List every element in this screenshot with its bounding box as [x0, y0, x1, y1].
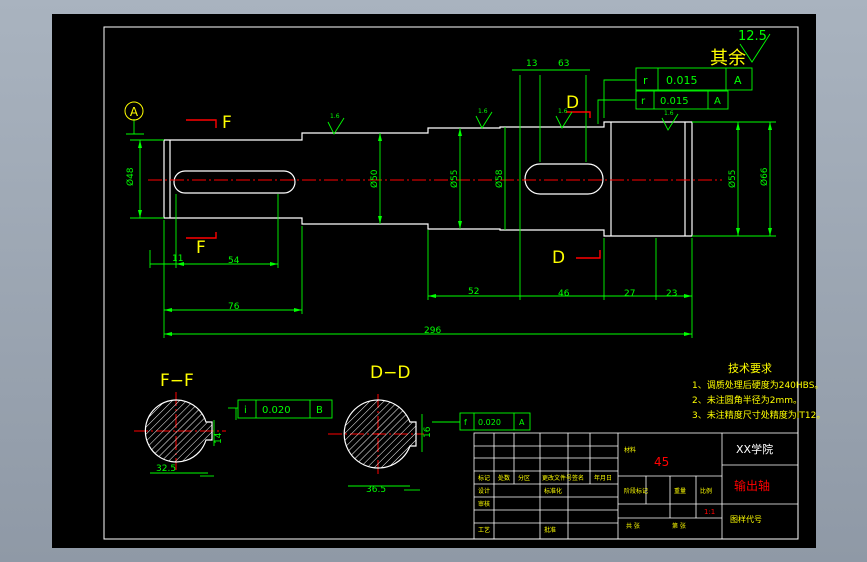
tol2-sym: r — [641, 96, 646, 107]
dim-63: 63 — [558, 59, 569, 69]
tb-mark: 标记 — [478, 474, 490, 482]
title-block-texts: 标记 处数 分区 更改文件号 签名 年月日 设计 标准化 审核 工艺 批准 阶段… — [478, 446, 712, 534]
tol1-sym: r — [643, 74, 648, 87]
tb-sheet: 第 张 — [672, 522, 686, 530]
dim-ff-width: 32.5 — [156, 464, 176, 474]
tb-date: 年月日 — [594, 474, 612, 482]
dim-d58: Ø58 — [494, 169, 505, 188]
tb-material-label: 材料 — [624, 446, 636, 454]
dim-27: 27 — [624, 289, 635, 299]
tol-dd-datum: A — [519, 418, 525, 427]
tech-req-line-2: 2、未注圆角半径为2mm。 — [692, 394, 802, 406]
tol-ff-sym: i — [244, 405, 247, 416]
section-cut-marks — [186, 111, 601, 259]
roughness-3: 1.6 — [558, 108, 568, 115]
tol1-datum: A — [734, 74, 742, 87]
tb-drawing-code: 图样代号 — [730, 514, 762, 524]
tb-weight: 重量 — [674, 487, 686, 495]
tb-design: 设计 — [478, 487, 490, 495]
keyway-right — [524, 163, 604, 195]
dim-d66: Ø66 — [759, 167, 770, 186]
keyway-left — [173, 170, 296, 194]
tol-ff-datum: B — [316, 405, 323, 416]
tolerance-frames — [237, 67, 753, 431]
datum-circle — [124, 101, 144, 121]
tb-zone: 分区 — [518, 474, 530, 482]
dim-296: 296 — [424, 326, 441, 336]
section-ff — [144, 399, 213, 463]
tech-req-line-3: 3、未注精度尺寸处精度为IT12。 — [692, 409, 825, 421]
tb-process: 工艺 — [478, 526, 490, 534]
tb-change: 更改文件号 — [542, 474, 572, 482]
roughness-rest-label: 其余 — [710, 48, 746, 69]
tb-ratio: 比例 — [700, 487, 712, 495]
dim-13: 13 — [526, 59, 537, 69]
section-title-dd: D−D — [370, 363, 410, 383]
dim-76: 76 — [228, 302, 240, 312]
section-dd — [343, 399, 417, 469]
tol1-value: 0.015 — [666, 74, 698, 87]
tb-school: XX学院 — [736, 442, 773, 456]
tol-ff-value: 0.020 — [262, 405, 291, 416]
roughness-4: 1.6 — [664, 110, 674, 117]
tol2-value: 0.015 — [660, 96, 689, 107]
tb-count: 处数 — [498, 474, 510, 482]
tb-part-name: 输出轴 — [734, 478, 770, 493]
arrowheads — [138, 122, 772, 336]
tech-req-title: 技术要求 — [728, 362, 772, 375]
title-block — [473, 432, 799, 540]
section-label-f-bottom: F — [196, 238, 206, 258]
tech-req-line-1: 1、调质处理后硬度为240HBS。 — [692, 379, 823, 391]
section-label-d-top: D — [566, 93, 579, 113]
dim-dd-key: 16 — [423, 426, 433, 438]
section-label-d-bottom: D — [552, 248, 565, 268]
tb-sheets: 共 张 — [626, 522, 640, 530]
tb-stage: 阶段标记 — [624, 487, 648, 495]
datum-label: A — [130, 105, 139, 119]
dim-54: 54 — [228, 256, 240, 266]
dim-d55b: Ø55 — [727, 169, 738, 188]
section-label-f-top: F — [222, 113, 232, 133]
roughness-value: 12.5 — [738, 29, 767, 44]
tb-material: 45 — [654, 455, 669, 469]
dim-11: 11 — [172, 254, 183, 264]
roughness-symbols — [327, 33, 771, 135]
tb-std: 标准化 — [544, 487, 562, 495]
drawing-frame — [103, 26, 799, 540]
roughness-1: 1.6 — [330, 113, 340, 120]
tol-dd-value: 0.020 — [478, 418, 501, 427]
tb-review: 审核 — [478, 500, 490, 508]
dim-d55a: Ø55 — [449, 169, 460, 188]
tol2-datum: A — [714, 96, 721, 107]
dimension-lines — [126, 69, 776, 491]
tol-dd-sym: f — [464, 418, 467, 427]
dim-dd-width: 36.5 — [366, 485, 386, 495]
section-title-ff: F−F — [160, 371, 194, 391]
dim-23: 23 — [666, 289, 677, 299]
tb-scale: 1:1 — [704, 508, 715, 516]
tb-approve: 批准 — [544, 526, 556, 534]
dim-d50: Ø50 — [369, 169, 380, 188]
roughness-2: 1.6 — [478, 108, 488, 115]
dim-ff-key: 14 — [214, 432, 224, 444]
dim-d48: Ø48 — [125, 167, 136, 186]
dim-46: 46 — [558, 289, 570, 299]
dim-52: 52 — [468, 287, 479, 297]
tb-sign: 签名 — [572, 474, 584, 482]
dimension-texts: Ø48 Ø50 Ø55 Ø58 Ø55 Ø66 11 54 76 296 52 … — [125, 59, 770, 495]
